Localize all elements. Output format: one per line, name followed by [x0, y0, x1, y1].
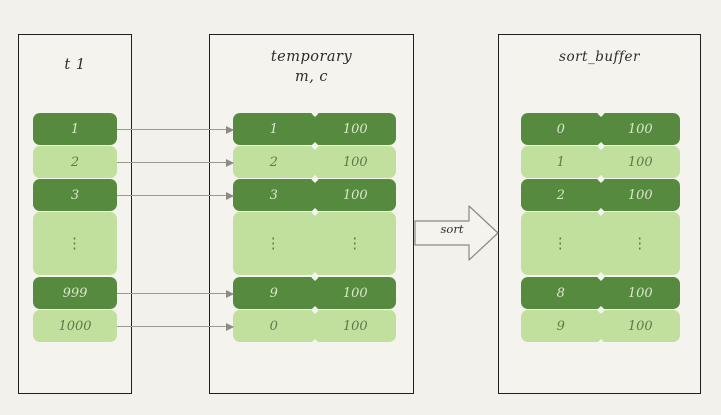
row-sort-buffer: 9 100	[521, 306, 680, 346]
row-temporary: 3 100	[233, 175, 396, 215]
row-t1: 1	[33, 113, 117, 145]
row-key: 1000	[58, 318, 92, 334]
row-sort-buffer: 8 100	[521, 273, 680, 313]
row-key: ⋮	[265, 234, 282, 252]
row-value: 100	[627, 318, 653, 334]
row-value: 100	[342, 285, 368, 301]
row-value: ⋮	[347, 234, 364, 252]
row-key: 0	[556, 121, 565, 137]
row-key: 2	[70, 154, 80, 170]
sort-arrow-icon	[414, 203, 500, 263]
row-temporary: 1 100	[233, 109, 396, 149]
row-key: ⋮	[552, 234, 569, 252]
panel-temporary-title: temporary m, c	[270, 49, 353, 85]
row-t1: ⋮	[33, 212, 117, 275]
row-key: 2	[556, 187, 565, 203]
row-value: 100	[627, 121, 653, 137]
row-key: ⋮	[67, 234, 83, 252]
row-key: 2	[269, 154, 278, 170]
connector-arrow	[117, 158, 234, 167]
row-key: 3	[269, 187, 278, 203]
sort-arrow-label: sort	[440, 222, 464, 236]
row-t1: 2	[33, 146, 117, 178]
row-value: 100	[342, 154, 368, 170]
row-key: 1	[556, 154, 565, 170]
panel-sort-buffer-title: sort_buffer	[559, 49, 640, 65]
row-value: 100	[342, 318, 368, 334]
row-key: 1	[269, 121, 278, 137]
row-t1: 3	[33, 179, 117, 211]
panel-t1-title: t 1	[64, 57, 86, 73]
row-value: 100	[627, 154, 653, 170]
row-key: 0	[269, 318, 278, 334]
row-key: 9	[269, 285, 278, 301]
row-sort-buffer: ⋮⋮	[521, 208, 680, 279]
connector-arrow	[117, 322, 234, 331]
row-sort-buffer: 2 100	[521, 175, 680, 215]
row-key: 999	[62, 285, 88, 301]
row-temporary: 2 100	[233, 142, 396, 182]
row-key: 1	[70, 121, 80, 137]
row-value: 100	[627, 285, 653, 301]
row-t1: 999	[33, 277, 117, 309]
row-temporary: 0 100	[233, 306, 396, 346]
row-value: 100	[627, 187, 653, 203]
row-temporary: 9 100	[233, 273, 396, 313]
row-key: 9	[556, 318, 565, 334]
connector-arrow	[117, 191, 234, 200]
connector-arrow	[117, 289, 234, 298]
row-value: 100	[342, 187, 368, 203]
row-value: ⋮	[632, 234, 649, 252]
row-t1: 1000	[33, 310, 117, 342]
row-sort-buffer: 1 100	[521, 142, 680, 182]
row-value: 100	[342, 121, 368, 137]
row-key: 3	[70, 187, 80, 203]
row-key: 8	[556, 285, 565, 301]
row-sort-buffer: 0 100	[521, 109, 680, 149]
connector-arrow	[117, 125, 234, 134]
row-temporary: ⋮⋮	[233, 208, 396, 279]
